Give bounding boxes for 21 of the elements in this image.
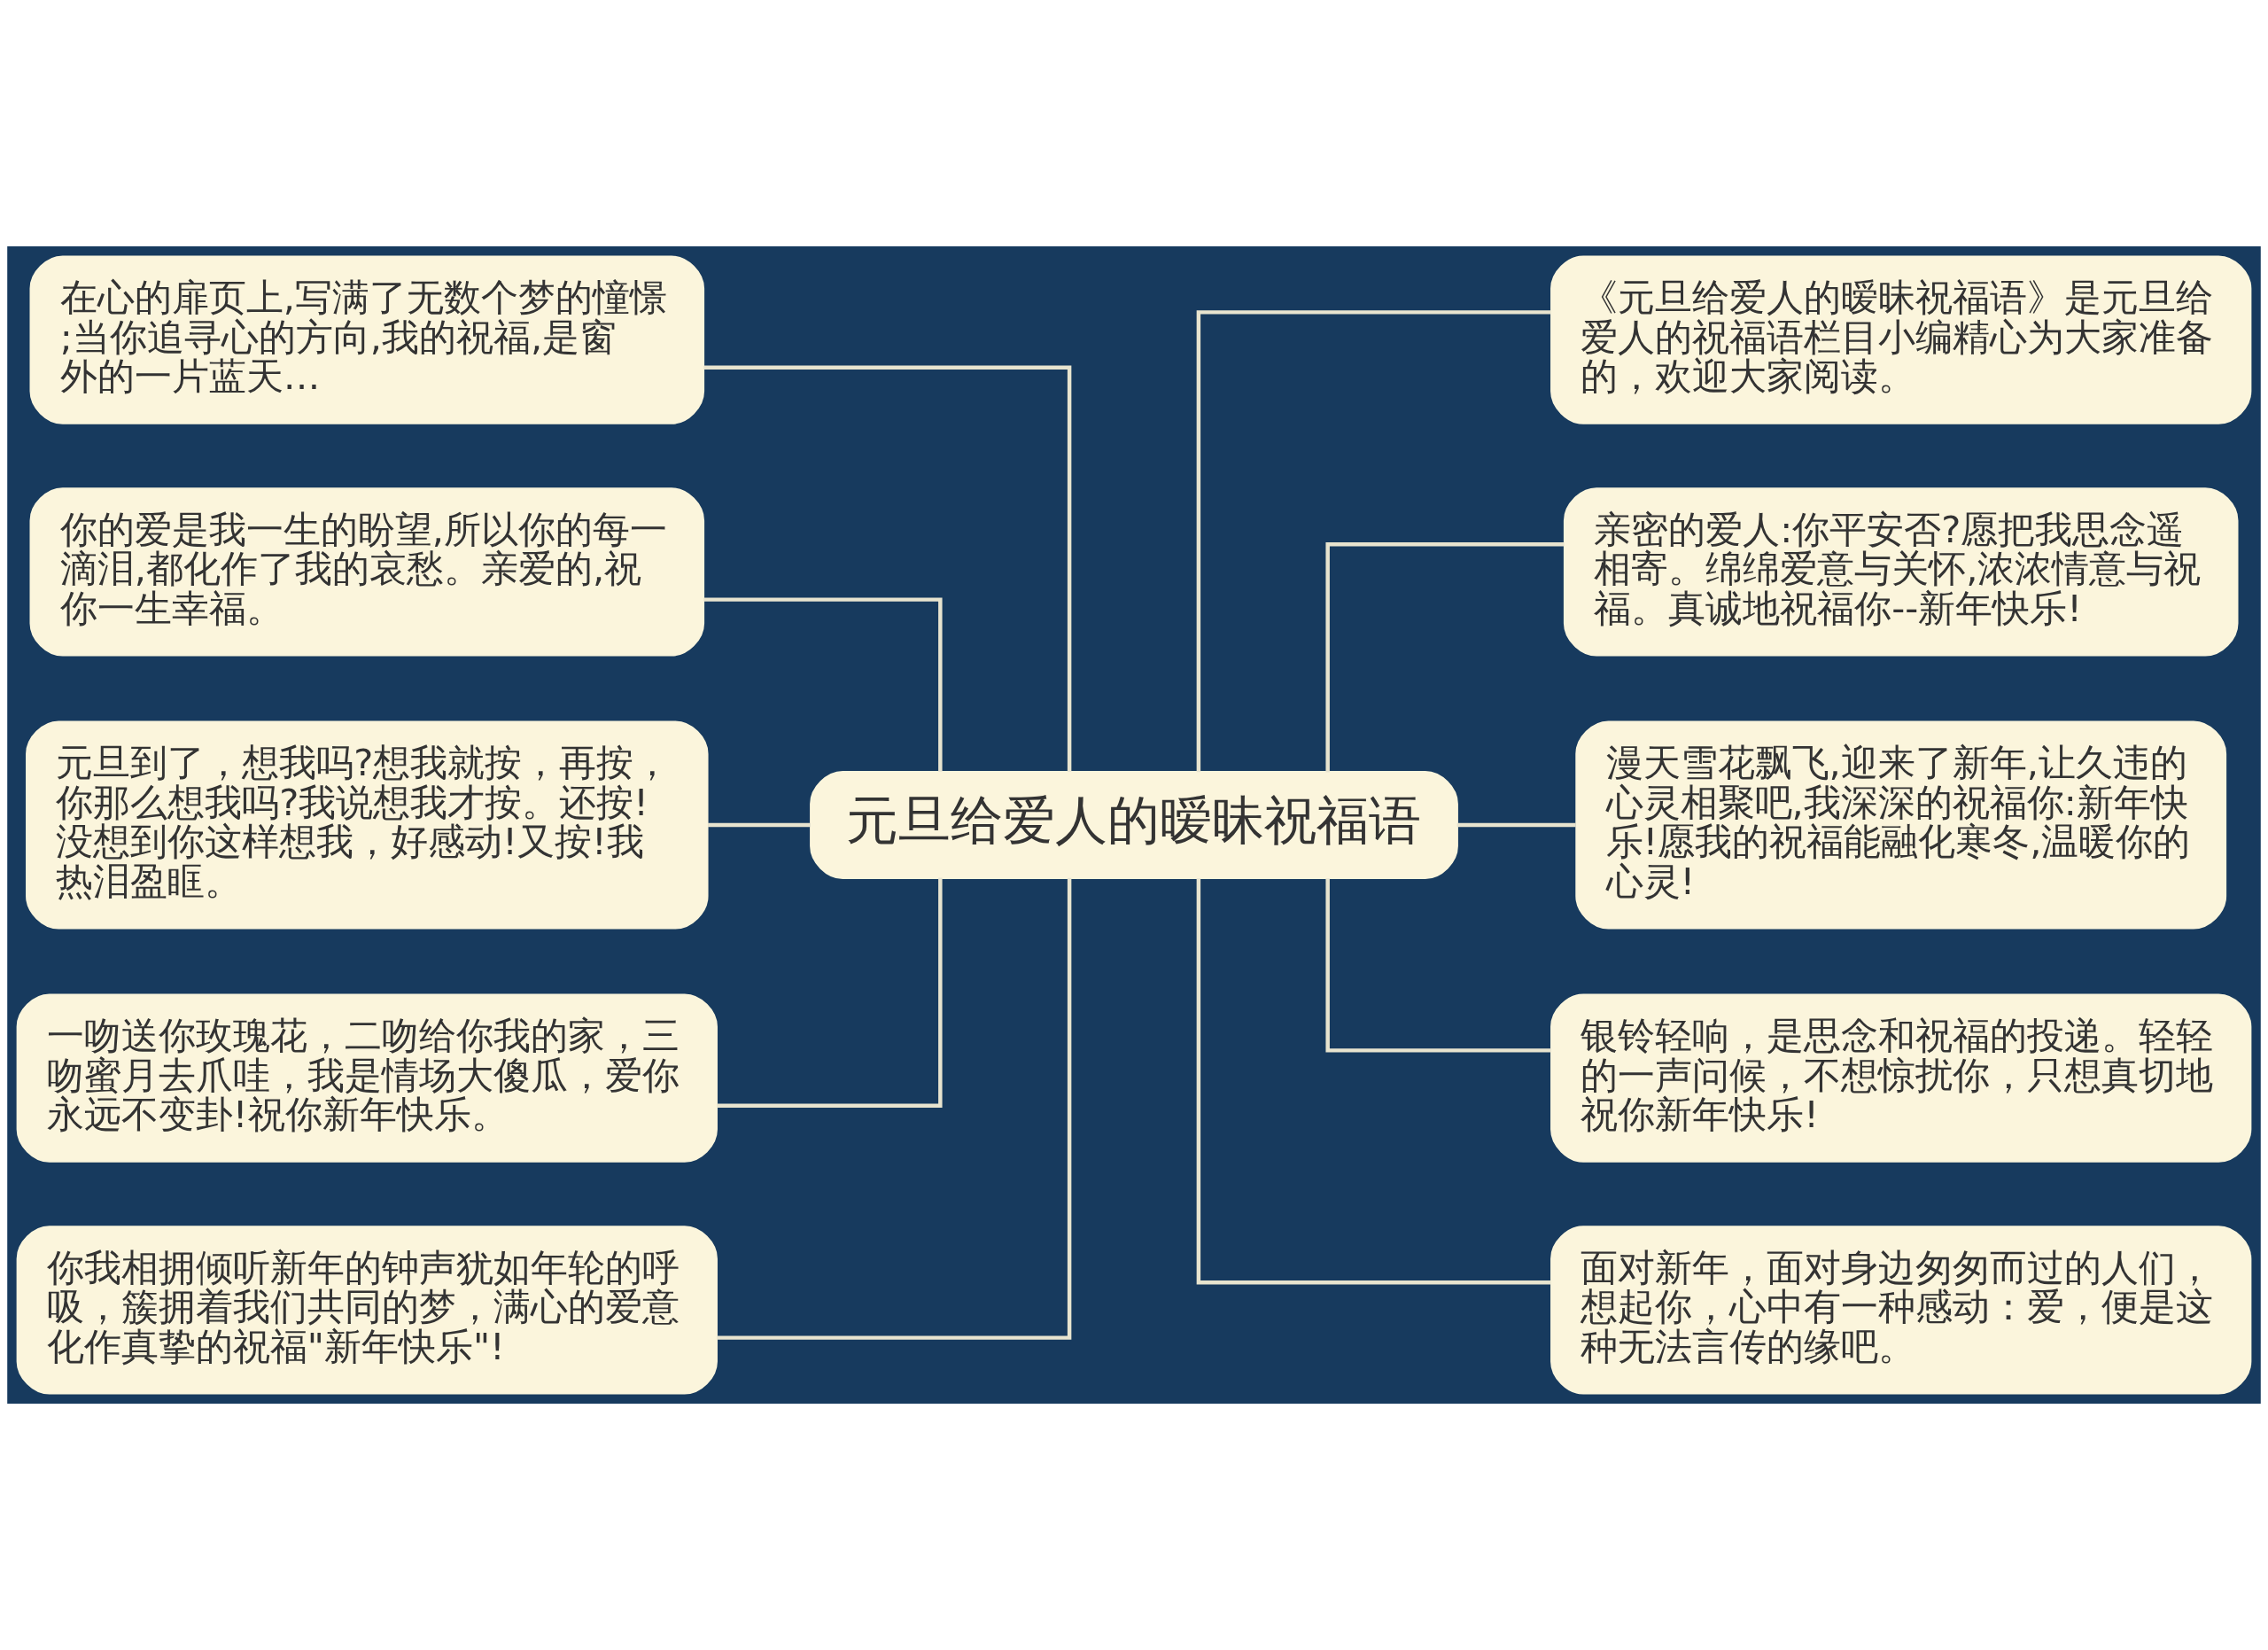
node-box: 一吻送你玫瑰花，二吻给你我的家，三吻蜜月去爪哇，我是情场大傻瓜，爱你永远不变卦!祝你新年快乐。 bbox=[16, 993, 718, 1163]
node-box: 你我相拥倾听新年的钟声犹如年轮的呼吸，簇拥着我们共同的梦，满心的爱意化作真挚的祝福"新年快乐"! bbox=[16, 1226, 718, 1395]
connector bbox=[703, 365, 1072, 772]
connector bbox=[703, 597, 943, 772]
node-box: 漫天雪花飘飞,迎来了新年,让久违的心灵相聚吧,我深深的祝福你:新年快乐!愿我的祝福能融化寒冬,温暖你的心灵! bbox=[1575, 720, 2227, 930]
node-box: 你的爱是我一生的盼望,所以你的每一滴泪,都化作了我的哀愁。亲爱的,祝你一生幸福。 bbox=[29, 487, 705, 657]
node-box: 在心的扉页上,写满了无数个梦的憧憬;当你追寻心的方向,我的祝福,是窗外的一片蓝天… bbox=[29, 255, 705, 424]
node-box: 面对新年，面对身边匆匆而过的人们，想起你，心中有一种感动：爱，便是这种无法言传的缘吧。 bbox=[1550, 1226, 2252, 1395]
node-box: 《元旦给爱人的暧昧祝福语》是元旦给爱人的祝福语栏目小编精心为大家准备的，欢迎大家阅读。 bbox=[1550, 255, 2252, 424]
connector bbox=[717, 877, 1072, 1340]
node-box: 银铃轻响，是思念和祝福的投递。轻轻的一声问候，不想惊扰你，只想真切地祝你新年快乐! bbox=[1550, 993, 2252, 1163]
connector bbox=[1325, 541, 1565, 773]
connector bbox=[1196, 878, 1551, 1285]
node-box: 亲密的爱人:你平安否?愿把我思念遥相寄。绵绵爱意与关怀,浓浓情意与祝福。真诚地祝福你--新年快乐! bbox=[1563, 487, 2239, 657]
connector bbox=[1196, 310, 1551, 773]
node-box: 元旦到了，想我吗?想我就按，再按，你那么想我吗?我说想我才按。还按!没想到你这样想我，好感动!又按!我热泪盈眶。 bbox=[26, 720, 709, 930]
connector bbox=[717, 877, 943, 1109]
node-box: 元旦给爱人的暧昧祝福语 bbox=[810, 771, 1458, 879]
connector bbox=[1456, 822, 1576, 828]
connector bbox=[708, 822, 811, 828]
connector bbox=[1325, 878, 1551, 1053]
